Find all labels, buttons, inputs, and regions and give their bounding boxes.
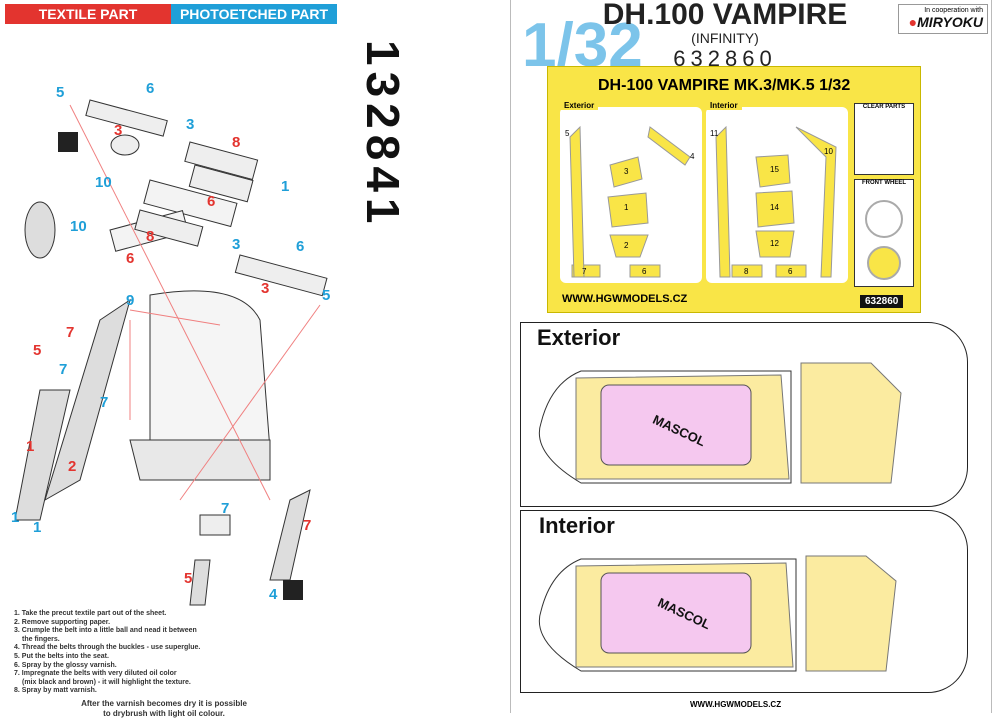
clear-parts-area: CLEAR PARTS: [854, 103, 914, 175]
part-label: 9: [126, 292, 135, 309]
part-label: 8: [146, 228, 155, 245]
part-label: 6: [146, 80, 155, 97]
part-label: 4: [269, 586, 278, 603]
part-label: 3: [261, 280, 270, 297]
part-label: 5: [56, 84, 65, 101]
instruction-step: 3. Crumple the belt into a little ball a…: [14, 627, 197, 635]
mask-sheet-card: DH-100 VAMPIRE MK.3/MK.5 1/32 Exterior 5…: [547, 66, 921, 313]
photoetch-icon: [58, 132, 78, 152]
footer-url: WWW.HGWMODELS.CZ: [690, 700, 782, 709]
title-block: DH.100 VAMPIRE (INFINITY) 632860: [560, 0, 890, 71]
part-label: 3: [114, 122, 123, 139]
front-wheel-area: FRONT WHEEL: [854, 179, 914, 287]
part-label: 7: [100, 394, 109, 411]
card-url: WWW.HGWMODELS.CZ: [562, 293, 688, 305]
card-title: DH-100 VAMPIRE MK.3/MK.5 1/32: [598, 77, 851, 94]
part-label: 7: [66, 324, 75, 341]
exterior-mask-area: Exterior 5 4 3 1 2 7 6: [560, 101, 702, 283]
part-label: 6: [207, 193, 216, 210]
kit-number: 132841: [357, 40, 409, 230]
assembly-diagram: [14, 99, 328, 606]
textile-part-header: TEXTILE PART: [5, 4, 171, 24]
interior-title: Interior: [539, 513, 615, 538]
part-label: 1: [281, 178, 290, 195]
instruction-step: 7. Impregnate the belts with very dilute…: [14, 670, 177, 678]
part-label: 1: [11, 509, 20, 526]
photoetch-icon: [283, 580, 303, 600]
part-label: 1: [33, 519, 42, 536]
instruction-step: the fingers.: [22, 635, 60, 643]
right-page: [510, 0, 992, 713]
part-label: 7: [303, 517, 312, 534]
instruction-step: 2. Remove supporting paper.: [14, 618, 111, 626]
note: After the varnish becomes dry it is poss…: [81, 698, 247, 718]
part-label: 10: [95, 174, 112, 191]
instructions: 1. Take the precut textile part out of t…: [14, 610, 314, 719]
part-label: 3: [232, 236, 241, 253]
part-label: 5: [33, 342, 42, 359]
part-label: 8: [232, 134, 241, 151]
interior-mask-area: Interior 11 10 15 14 12 8 6: [706, 101, 848, 283]
interior-panel: Interior MASCOL: [520, 510, 968, 693]
instruction-step: 5. Put the belts into the seat.: [14, 652, 109, 660]
part-label: 6: [296, 238, 305, 255]
partner-logo: In cooperation with ●MIRYOKU: [898, 4, 988, 34]
exterior-mask-shapes: [569, 125, 691, 278]
part-label: 3: [186, 116, 195, 133]
part-label: 10: [70, 218, 87, 235]
instruction-step: 6. Spray by the glossy varnish.: [14, 661, 117, 669]
instruction-step: 8. Spray by matt varnish.: [14, 687, 97, 695]
photoetched-part-header: PHOTOETCHED PART: [171, 4, 337, 24]
part-label: 7: [59, 361, 68, 378]
exterior-panel: Exterior MASCOL: [520, 322, 968, 507]
product-subtitle: (INFINITY): [691, 30, 759, 46]
instruction-step: 4. Thread the belts through the buckles …: [14, 644, 201, 652]
part-label: 5: [322, 287, 331, 304]
part-label: 5: [184, 570, 193, 587]
part-label: 7: [221, 500, 230, 517]
instruction-step: 1. Take the precut textile part out of t…: [14, 610, 167, 617]
part-label: 6: [126, 250, 135, 267]
card-code: 632860: [860, 295, 904, 308]
part-label: 1: [26, 438, 35, 455]
exterior-title: Exterior: [537, 325, 621, 350]
product-title: DH.100 VAMPIRE: [602, 0, 848, 31]
instruction-step: (mix black and brown) - it will highligh…: [22, 678, 191, 686]
part-label: 2: [68, 458, 77, 475]
